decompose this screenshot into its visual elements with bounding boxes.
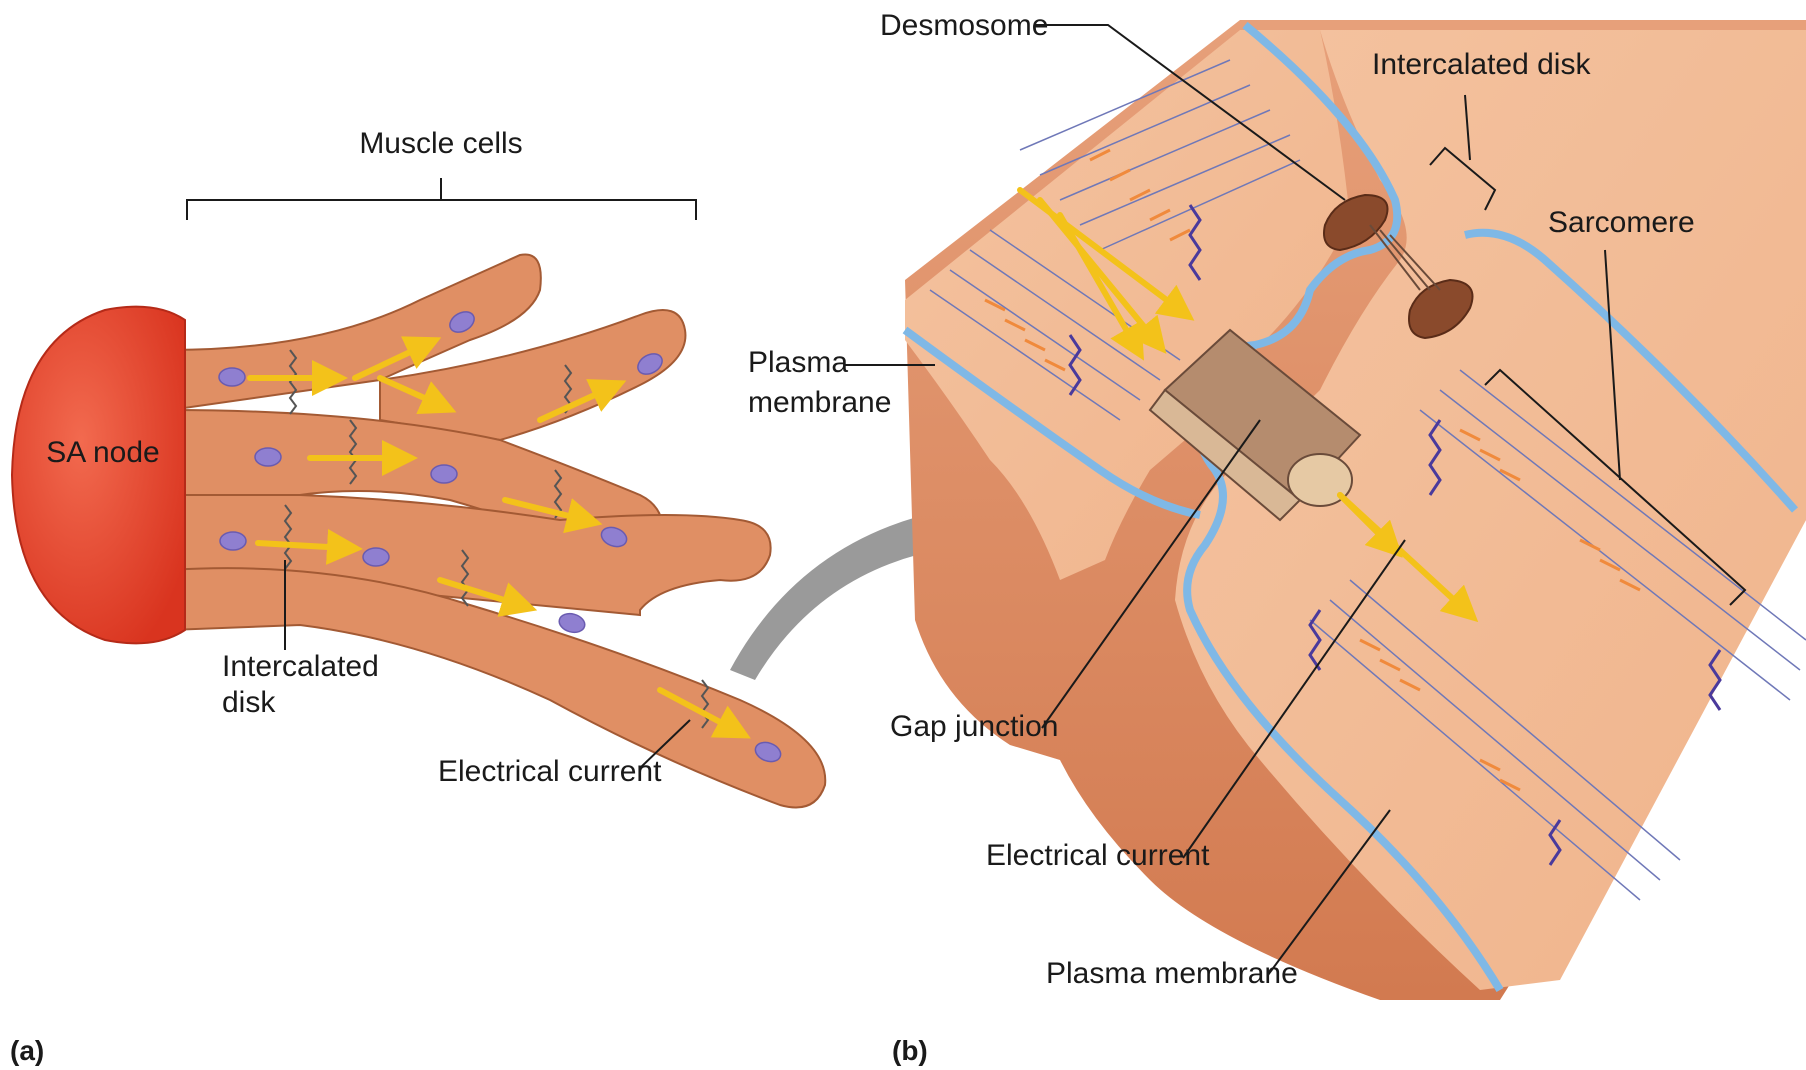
panel-a: Muscle cells SA node xyxy=(10,127,825,1066)
panel-a-tag: (a) xyxy=(10,1035,44,1066)
intercalated-disk-label-b: Intercalated disk xyxy=(1372,48,1591,81)
muscle-cells-label: Muscle cells xyxy=(359,127,522,160)
intercalated-disk-label-a-1: Intercalated xyxy=(222,650,379,683)
electrical-current-label-a: Electrical current xyxy=(438,755,662,788)
desmosome-label: Desmosome xyxy=(880,9,1048,42)
plasma-membrane-label-1: Plasma xyxy=(748,346,848,379)
intercalated-disk-label-a-2: disk xyxy=(222,686,276,719)
plasma-membrane-label-2: membrane xyxy=(748,386,891,419)
electrical-current-label-b: Electrical current xyxy=(986,839,1210,872)
sa-node xyxy=(12,307,185,644)
sarcomere-label: Sarcomere xyxy=(1548,206,1695,239)
gap-junction-label: Gap junction xyxy=(890,710,1058,743)
muscle-cells-bracket xyxy=(187,178,696,220)
panel-b-tag: (b) xyxy=(892,1035,928,1066)
plasma-membrane-label-bottom: Plasma membrane xyxy=(1046,957,1298,990)
sa-node-label: SA node xyxy=(46,436,159,469)
